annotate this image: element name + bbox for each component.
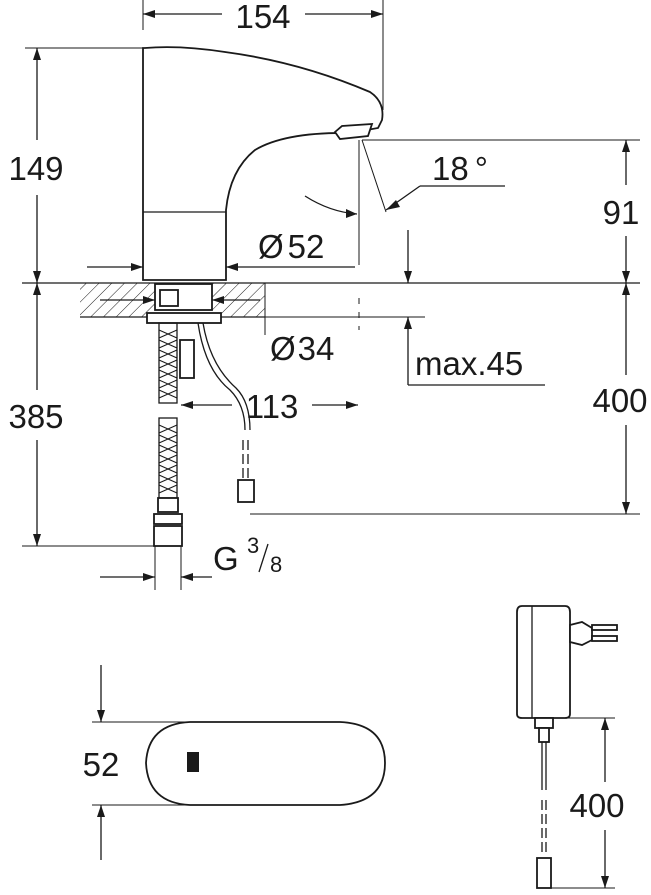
sensor-outlet <box>333 123 374 140</box>
label-thread-num: 3 <box>247 533 259 558</box>
label-thread-den: 8 <box>270 552 282 577</box>
dim-angle-18: 18° <box>304 139 505 265</box>
dim-adapter-400: 400 <box>551 717 625 889</box>
dim-thread: G 3 8 <box>100 533 282 590</box>
label-149: 149 <box>8 150 63 187</box>
faucet-body <box>142 46 384 281</box>
countertop <box>22 282 640 330</box>
plan-view <box>145 721 386 806</box>
dim-cable-400: 400 <box>250 283 648 515</box>
sensor-cable <box>179 322 255 503</box>
dim-plan-52: 52 <box>83 665 190 860</box>
power-adapter <box>516 605 618 889</box>
label-plan-52: 52 <box>83 746 120 783</box>
dim-height-91: 91 <box>362 139 640 283</box>
label-max-45: max.45 <box>415 345 523 382</box>
label-angle: 18° <box>432 150 488 187</box>
label-400-tap: 400 <box>592 382 647 419</box>
label-154: 154 <box>235 0 290 35</box>
label-400-adapter: 400 <box>569 787 624 824</box>
dim-width-154: 154 <box>142 0 384 110</box>
label-thread-G: G <box>213 540 239 577</box>
label-113: 113 <box>246 388 299 425</box>
dim-offset-113: 113 <box>181 388 358 425</box>
supply-hose <box>153 322 183 547</box>
label-385: 385 <box>8 398 63 435</box>
dim-max-45: max.45 <box>404 230 545 386</box>
dim-diameter-34: Ø34 <box>264 316 425 367</box>
label-diameter-34: Ø34 <box>270 330 334 367</box>
dim-hose-385: 385 <box>8 283 155 547</box>
mounting-assembly <box>100 283 260 324</box>
label-91: 91 <box>603 194 640 231</box>
dim-height-149: 149 <box>8 47 143 283</box>
